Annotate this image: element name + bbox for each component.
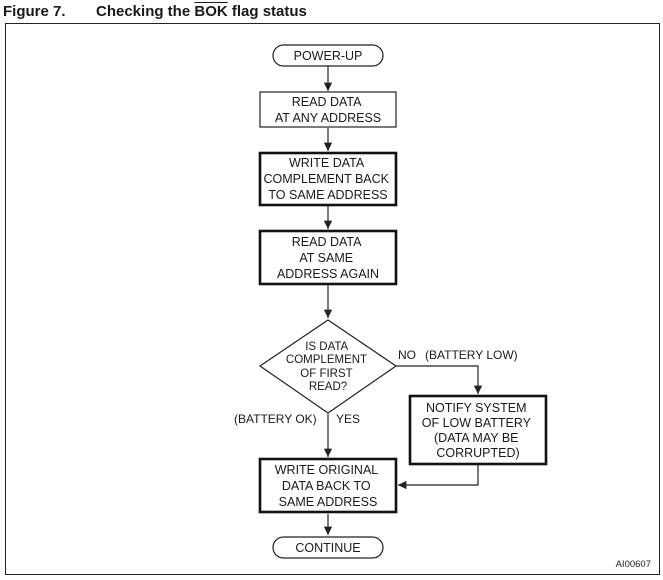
- power-up-terminal: POWER-UP: [272, 44, 384, 67]
- read-data-again-label: READ DATA AT SAME ADDRESS AGAIN: [277, 235, 379, 281]
- figure-title-start: Checking the: [96, 3, 195, 20]
- battery-low-label: (BATTERY LOW): [425, 348, 518, 362]
- figure-title: Checking the BOK flag status: [96, 2, 307, 22]
- no-label: NO: [398, 348, 416, 362]
- notify-system-box: NOTIFY SYSTEM OF LOW BATTERY (DATA MAY B…: [408, 394, 548, 466]
- battery-ok-label: (BATTERY OK): [234, 412, 317, 426]
- read-data-again-box: READ DATA AT SAME ADDRESS AGAIN: [258, 229, 398, 286]
- figure-reference: AI00607: [616, 559, 651, 570]
- write-original-box: WRITE ORIGINAL DATA BACK TO SAME ADDRESS: [258, 457, 398, 514]
- figure-number: Figure 7.: [3, 3, 66, 20]
- yes-label: YES: [336, 412, 360, 426]
- arrow-notify-to-write-original: [398, 465, 479, 490]
- power-up-label: POWER-UP: [294, 49, 363, 63]
- figure-caption: Figure 7. Checking the BOK flag status: [3, 2, 663, 22]
- notify-system-label: NOTIFY SYSTEM OF LOW BATTERY (DATA MAY B…: [422, 401, 535, 460]
- arrow-decision-no: [396, 365, 483, 394]
- figure-frame: [5, 23, 660, 575]
- connectors: [323, 66, 483, 535]
- figure-title-overlined: BOK: [194, 3, 228, 20]
- write-original-label: WRITE ORIGINAL DATA BACK TO SAME ADDRESS: [275, 463, 382, 509]
- continue-terminal: CONTINUE: [272, 536, 384, 559]
- read-data-any-address-label: READ DATA AT ANY ADDRESS: [275, 95, 381, 125]
- decision-label: IS DATA COMPLEMENT OF FIRST READ?: [286, 341, 370, 393]
- decision-diamond: IS DATA COMPLEMENT OF FIRST READ?: [258, 319, 398, 414]
- continue-label: CONTINUE: [295, 541, 360, 555]
- write-complement-box: WRITE DATA COMPLEMENT BACK TO SAME ADDRE…: [258, 151, 398, 207]
- write-complement-label: WRITE DATA COMPLEMENT BACK TO SAME ADDRE…: [264, 156, 393, 202]
- figure-title-end: flag status: [227, 3, 307, 20]
- read-data-any-address-box: READ DATA AT ANY ADDRESS: [259, 91, 397, 128]
